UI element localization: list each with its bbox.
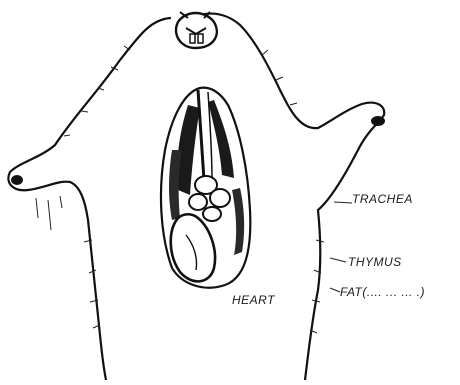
left-paw	[11, 175, 23, 185]
label-heart: HEART	[232, 293, 275, 307]
chest-cavity	[161, 88, 250, 288]
label-thymus: THYMUS	[348, 255, 402, 269]
trachea-structure	[198, 90, 204, 180]
trachea-leader	[334, 202, 352, 203]
label-fat: FAT(.... ... ... .)	[340, 285, 425, 299]
thymus-leader	[330, 258, 346, 262]
right-paw	[371, 116, 385, 126]
thymus-structure	[189, 176, 230, 221]
leader-lines	[330, 202, 352, 292]
head	[176, 12, 217, 48]
fat-leader	[330, 288, 340, 292]
label-trachea: TRACHEA	[352, 192, 413, 206]
